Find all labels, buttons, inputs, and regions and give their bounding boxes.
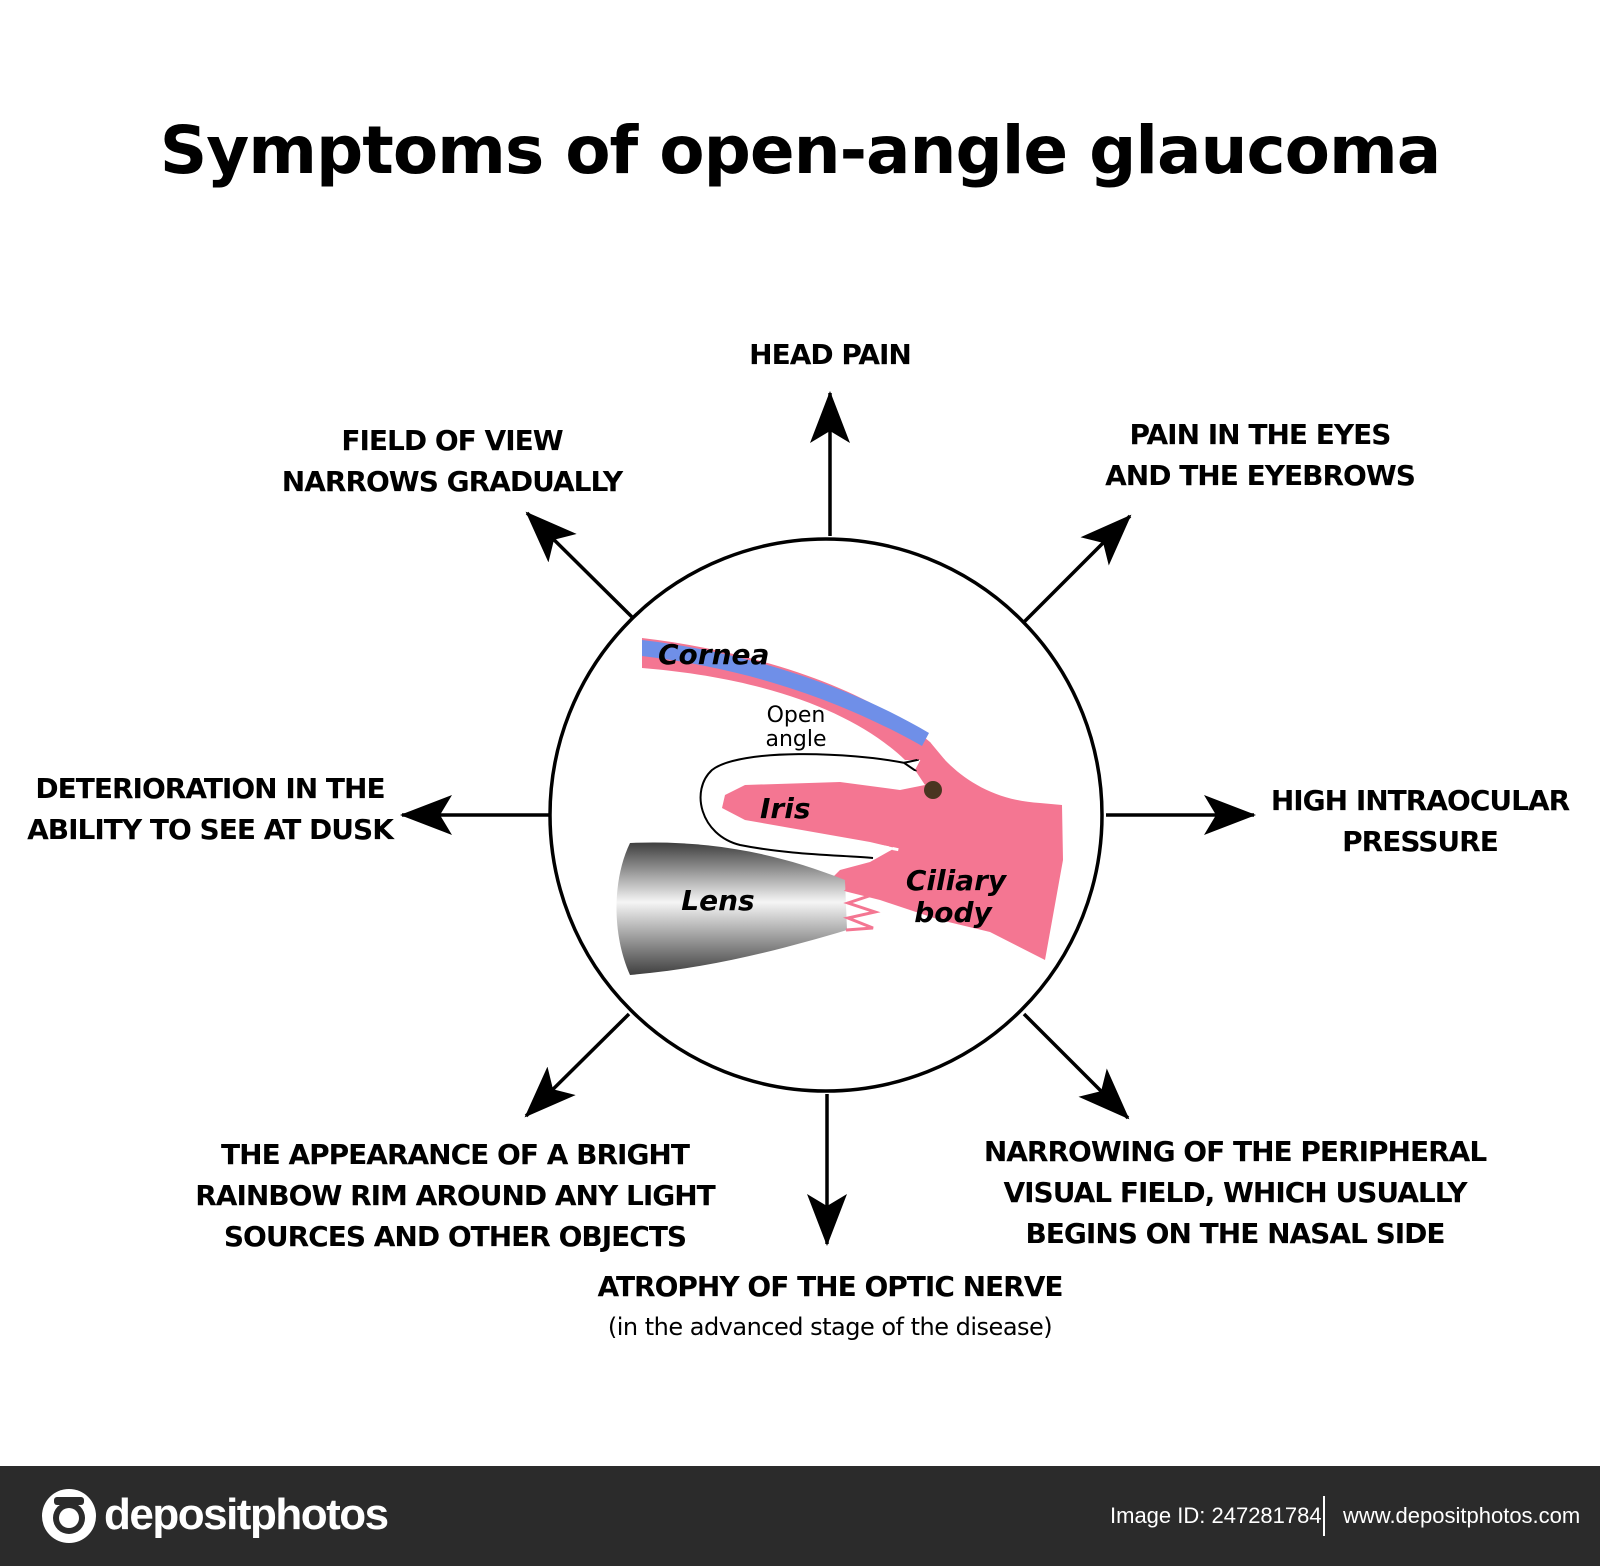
image-id: Image ID: 247281784	[1110, 1503, 1322, 1528]
symptom-line: PRESSURE	[1342, 825, 1499, 858]
symptom-head-pain: HEAD PAIN	[730, 334, 930, 375]
symptom-field-of-view: FIELD OF VIEW NARROWS GRADUALLY	[262, 420, 642, 502]
open-angle-arrow	[699, 753, 905, 859]
arrow-top-right	[1022, 514, 1132, 624]
symptom-line: NARROWING OF THE PERIPHERAL	[983, 1135, 1487, 1168]
symptom-line: ATROPHY OF THE OPTIC NERVE	[597, 1270, 1063, 1303]
iris-upper-gap	[721, 771, 921, 787]
symptom-line: PAIN IN THE EYES	[1129, 418, 1392, 451]
symptom-line: SOURCES AND OTHER OBJECTS	[223, 1220, 687, 1253]
open-angle-label-line2: angle	[765, 727, 826, 752]
symptom-line: DETERIORATION IN THE	[35, 772, 385, 805]
zonule-fibers	[842, 876, 881, 932]
symptom-line: BEGINS ON THE NASAL SIDE	[1025, 1217, 1445, 1250]
ciliary-body-label-line2: body	[914, 896, 993, 929]
symptom-line: FIELD OF VIEW	[341, 424, 563, 457]
website-link[interactable]: www.depositphotos.com	[1343, 1503, 1581, 1528]
iris-label: Iris	[760, 792, 811, 825]
symptom-dusk-vision: DETERIORATION IN THE ABILITY TO SEE AT D…	[20, 768, 400, 850]
footer-bar: depositphotos Image ID: 247281784 www.de…	[0, 1466, 1600, 1566]
symptom-note: (in the advanced stage of the disease)	[607, 1313, 1053, 1341]
lens-label: Lens	[681, 884, 754, 917]
symptom-line: NARROWS GRADUALLY	[281, 465, 623, 498]
symptom-optic-nerve: ATROPHY OF THE OPTIC NERVE (in the advan…	[560, 1266, 1100, 1347]
symptom-line: ABILITY TO SEE AT DUSK	[27, 813, 394, 846]
arrow-top-left	[525, 511, 634, 619]
glaucoma-diagram: Cornea Open angle Iris Lens Ciliary body	[400, 391, 1256, 1246]
iris-lower-gap	[734, 818, 901, 852]
trabecular-spot	[924, 781, 942, 799]
symptom-line: RAINBOW RIM AROUND ANY LIGHT	[195, 1179, 716, 1212]
cornea-label: Cornea	[658, 638, 769, 671]
open-angle-label-line1: Open	[767, 703, 826, 728]
ciliary-body-label-line1: Ciliary	[906, 864, 1008, 897]
symptom-line: AND THE EYEBROWS	[1105, 459, 1416, 492]
eye-anatomy	[616, 638, 1063, 975]
symptom-arrows	[400, 391, 1256, 1246]
footer-divider	[1323, 1496, 1325, 1536]
lens-shape	[616, 842, 847, 975]
symptom-line: THE APPEARANCE OF A BRIGHT	[221, 1138, 690, 1171]
symptom-intraocular-pressure: HIGH INTRAOCULAR PRESSURE	[1255, 780, 1585, 862]
arrow-bottom-right	[1022, 1012, 1130, 1120]
symptom-peripheral-narrowing: NARROWING OF THE PERIPHERAL VISUAL FIELD…	[955, 1131, 1515, 1254]
symptom-line: HEAD PAIN	[749, 338, 912, 371]
symptom-rainbow-rim: THE APPEARANCE OF A BRIGHT RAINBOW RIM A…	[175, 1134, 735, 1257]
arrow-bottom-left	[524, 1012, 631, 1118]
symptom-line: HIGH INTRAOCULAR	[1270, 784, 1570, 817]
ciliary-body	[722, 742, 1063, 960]
brand-logo-text[interactable]: depositphotos	[104, 1490, 389, 1539]
cornea-band	[642, 640, 929, 746]
page-title: Symptoms of open-angle glaucoma	[159, 112, 1442, 189]
camera-logo-icon	[42, 1489, 96, 1543]
symptom-line: VISUAL FIELD, WHICH USUALLY	[1003, 1176, 1467, 1209]
symptom-pain-eyes: PAIN IN THE EYES AND THE EYEBROWS	[1070, 414, 1450, 496]
